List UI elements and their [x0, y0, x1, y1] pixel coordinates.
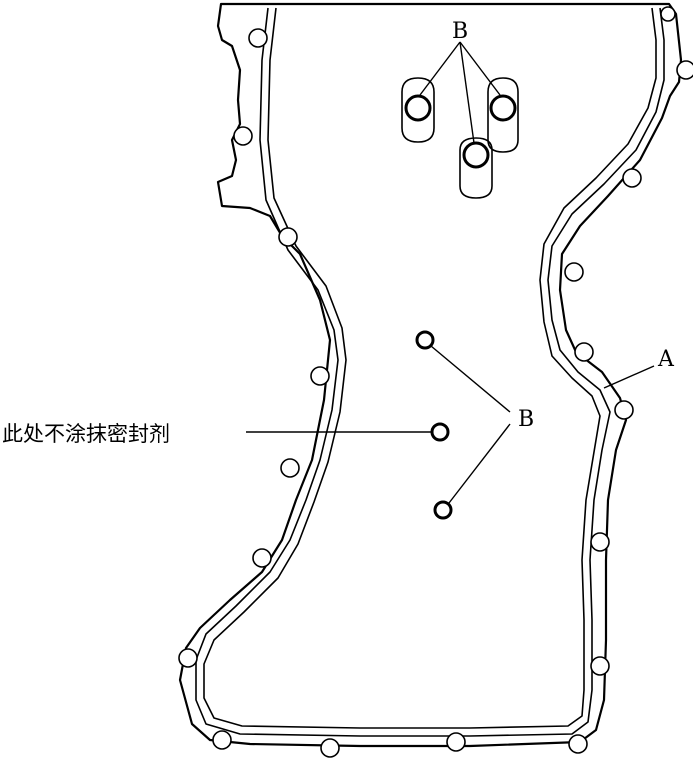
bolt-boss: [622, 168, 642, 188]
bolt-boss: [212, 730, 232, 750]
dowel-pin: [415, 330, 435, 350]
leader-line-b-mid: [448, 423, 511, 504]
leader-line-b-top: [459, 41, 501, 96]
bolt-boss: [248, 28, 268, 48]
upper-dowels: [401, 77, 519, 199]
dowel-sleeve: [401, 77, 435, 143]
no-sealant-note: 此处不涂抹密封剂: [2, 422, 170, 446]
bolt-boss: [252, 548, 272, 568]
bolt-boss: [590, 532, 610, 552]
gasket-channel-inner: [203, 7, 657, 729]
leader-line-b-mid: [430, 345, 511, 413]
leader-line-a: [603, 365, 655, 389]
cover-outline: [178, 2, 683, 748]
bolt-boss: [233, 126, 253, 146]
bolt-boss: [280, 458, 300, 478]
label-b-mid: B: [518, 407, 534, 432]
bolt-bosses: [178, 6, 693, 758]
dowel-pin: [462, 141, 490, 169]
leader-line-b-top: [459, 41, 475, 144]
leader-line-b-top: [419, 41, 461, 96]
bolt-boss: [614, 400, 634, 420]
label-b-top: B: [452, 19, 468, 44]
bolt-boss: [590, 656, 610, 676]
bolt-boss: [278, 227, 298, 247]
bolt-boss: [446, 732, 466, 752]
bolt-boss: [564, 262, 584, 282]
dowel-sleeve: [459, 137, 493, 199]
bolt-boss: [320, 738, 340, 758]
bolt-boss: [574, 342, 594, 362]
bolt-boss: [568, 734, 588, 754]
label-a: A: [657, 347, 675, 372]
gasket-channel-outer: [195, 7, 665, 737]
bolt-boss: [676, 60, 693, 80]
middle-dowels: [415, 330, 453, 520]
bolt-boss: [660, 6, 676, 22]
dowel-pin: [404, 94, 432, 122]
leader-lines: [246, 41, 655, 504]
dowel-pin: [430, 422, 450, 442]
dowel-pin: [433, 500, 453, 520]
bolt-boss: [310, 366, 330, 386]
dowel-sleeve: [487, 77, 519, 153]
dowel-pin: [489, 94, 517, 122]
bolt-boss: [178, 648, 198, 668]
